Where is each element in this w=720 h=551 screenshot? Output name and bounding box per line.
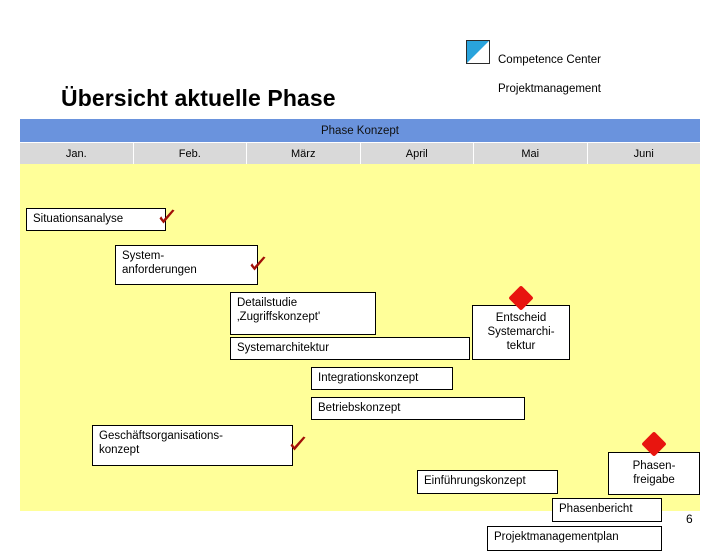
task-bar-systemanforderungen[interactable]: System- anforderungen: [115, 245, 258, 285]
milestone-box-phasenfreigabe[interactable]: Phasen- freigabe: [608, 452, 700, 495]
triangle-shape: [467, 41, 489, 63]
logo-text: Competence Center Projektmanagement: [498, 38, 601, 111]
month-header-row: Jan. Feb. März April Mai Juni: [20, 143, 700, 164]
phase-header-label: Phase Konzept: [320, 124, 399, 137]
month-cell-jan: Jan.: [20, 143, 134, 164]
phase-header-bar: Phase Konzept: [20, 119, 700, 143]
month-cell-maerz: März: [247, 143, 361, 164]
blue-triangle-logo-icon: [466, 40, 490, 64]
task-bar-integrationskonzept[interactable]: Integrationskonzept: [311, 367, 453, 390]
month-cell-feb: Feb.: [133, 143, 247, 164]
task-bar-geschaeftsorganisationskonzept[interactable]: Geschäftsorganisations- konzept: [92, 425, 293, 466]
logo-line-2: Projektmanagement: [498, 82, 601, 95]
page-title: Übersicht aktuelle Phase: [61, 85, 336, 111]
task-bar-situationsanalyse[interactable]: Situationsanalyse: [26, 208, 166, 231]
task-bar-einfuehrungskonzept[interactable]: Einführungskonzept: [417, 470, 558, 494]
task-bar-betriebskonzept[interactable]: Betriebskonzept: [311, 397, 525, 420]
month-cell-mai: Mai: [474, 143, 588, 164]
gantt-chart-area: Situationsanalyse System- anforderungen …: [20, 164, 700, 551]
logo-block: Competence Center Projektmanagement: [466, 38, 601, 111]
month-cell-april: April: [360, 143, 474, 164]
gantt-chart: Phase Konzept Jan. Feb. März April Mai J…: [20, 119, 700, 551]
task-bar-detailstudie[interactable]: Detailstudie ‚Zugriffskonzept': [230, 292, 376, 335]
logo-line-1: Competence Center: [498, 53, 601, 66]
task-bar-phasenbericht[interactable]: Phasenbericht: [552, 498, 662, 522]
milestone-box-entscheid-systemarchitektur[interactable]: Entscheid Systemarchi- tektur: [472, 305, 570, 360]
page-number: 6: [686, 512, 693, 526]
month-cell-juni: Juni: [587, 143, 700, 164]
task-bar-systemarchitektur[interactable]: Systemarchitektur: [230, 337, 470, 360]
task-bar-projektmanagementplan[interactable]: Projektmanagementplan: [487, 526, 662, 551]
